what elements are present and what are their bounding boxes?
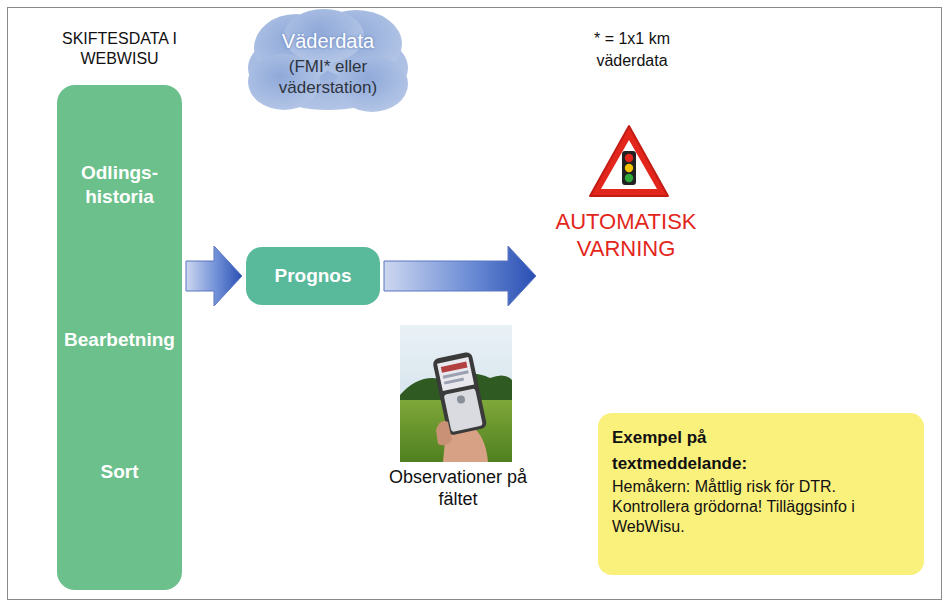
photo-caption: Observationer på fältet <box>382 466 534 510</box>
node-text: Sort <box>57 460 182 484</box>
warning-node: AUTOMATISK VARNING <box>540 122 712 272</box>
weather-cloud: Väderdata (FMI* eller väderstation) <box>244 6 412 118</box>
block-arrow <box>384 246 536 306</box>
block-arrow <box>186 246 242 306</box>
node-text: (FMI* eller väderstation) <box>266 56 390 98</box>
node-heading: Exempel på textmeddelande: <box>612 425 762 477</box>
traffic-warning-sign <box>590 126 668 196</box>
node-text: Hemåkern: Måttlig risk för DTR. Kontroll… <box>612 477 910 537</box>
process-box: Prognos <box>246 247 380 305</box>
node-text: Bearbetning <box>57 328 182 352</box>
node-text: Prognos <box>274 265 351 287</box>
message-box: Exempel på textmeddelande:Hemåkern: Mått… <box>598 413 924 575</box>
node-text: Odlings- historia <box>57 161 182 209</box>
phone-photo <box>400 325 512 462</box>
node-text: AUTOMATISK VARNING <box>540 208 712 262</box>
footnote-label: * = 1x1 km väderdata <box>572 28 692 72</box>
node-heading: SKIFTESDATA I WEBWISU <box>37 29 202 69</box>
node-heading: Väderdata <box>254 30 402 53</box>
data-panel: SKIFTESDATA I WEBWISUOdlings- historiaBe… <box>57 85 182 590</box>
